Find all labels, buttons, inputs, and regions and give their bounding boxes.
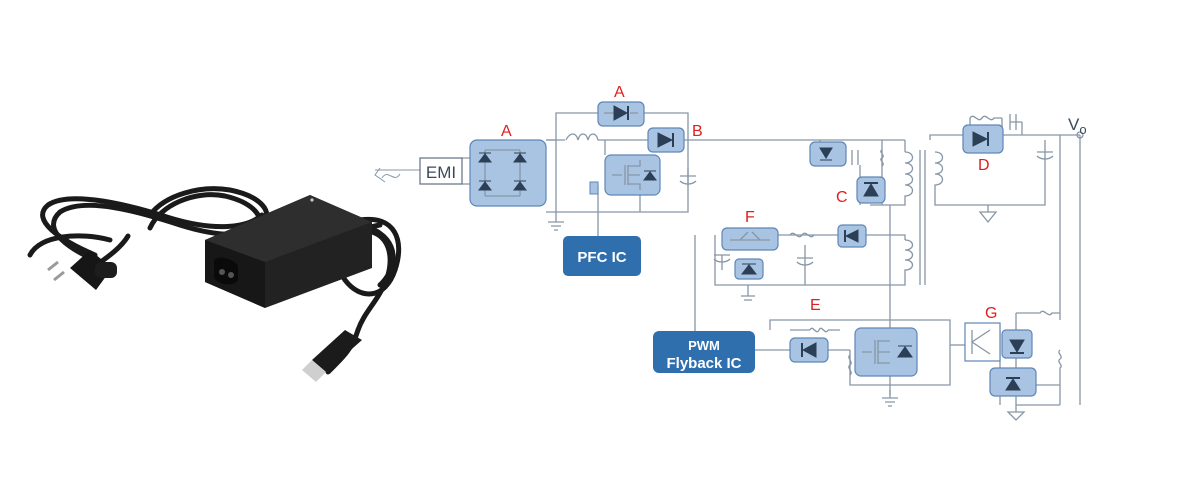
adapter-body bbox=[205, 195, 372, 308]
boost-diode-b bbox=[647, 127, 685, 153]
dc-barrel-connector bbox=[302, 330, 362, 382]
callout-c: C bbox=[836, 189, 848, 206]
bridge-rectifier-a bbox=[469, 139, 547, 207]
pwm-ic-block: PWM Flyback IC bbox=[653, 331, 755, 373]
emi-filter-block: EMI bbox=[419, 157, 463, 185]
ac-adapter-photo bbox=[27, 186, 402, 382]
tl431-reference bbox=[989, 367, 1037, 397]
emi-label: EMI bbox=[426, 163, 456, 182]
pfc-ic-label: PFC IC bbox=[577, 249, 626, 266]
optocoupler-g bbox=[964, 322, 1001, 362]
callout-f: F bbox=[745, 209, 755, 226]
output-rectifier-d bbox=[962, 124, 1004, 154]
startup-regulator-f bbox=[721, 227, 779, 251]
power-plug bbox=[47, 250, 117, 290]
pfc-sense-parts bbox=[589, 181, 599, 195]
callout-e: E bbox=[810, 297, 821, 314]
gate-diode-e bbox=[789, 337, 829, 363]
circuit-wiring bbox=[374, 112, 1084, 421]
pwm-ic-line1: PWM bbox=[688, 338, 720, 353]
power-cord bbox=[27, 186, 402, 375]
pwm-ic-line2: Flyback IC bbox=[666, 355, 741, 372]
callout-a-bridge: A bbox=[501, 123, 512, 140]
flyback-mosfet bbox=[854, 327, 918, 377]
aux-diode bbox=[837, 224, 867, 248]
opto-led-g bbox=[1001, 329, 1033, 359]
gate-resistor bbox=[809, 327, 829, 333]
callout-g: G bbox=[985, 305, 997, 322]
pfc-ic-block: PFC IC bbox=[563, 236, 641, 276]
aux-zener-f bbox=[734, 258, 764, 280]
snubber-zener-c-top bbox=[809, 141, 859, 167]
clamp-diode-c bbox=[856, 176, 886, 204]
callout-b: B bbox=[692, 123, 703, 140]
callout-d: D bbox=[978, 157, 990, 174]
pfc-mosfet bbox=[604, 154, 661, 196]
callout-a-top: A bbox=[614, 84, 625, 101]
inrush-bypass-diode-a bbox=[597, 101, 645, 127]
output-voltage-label: Vo bbox=[1068, 115, 1087, 137]
